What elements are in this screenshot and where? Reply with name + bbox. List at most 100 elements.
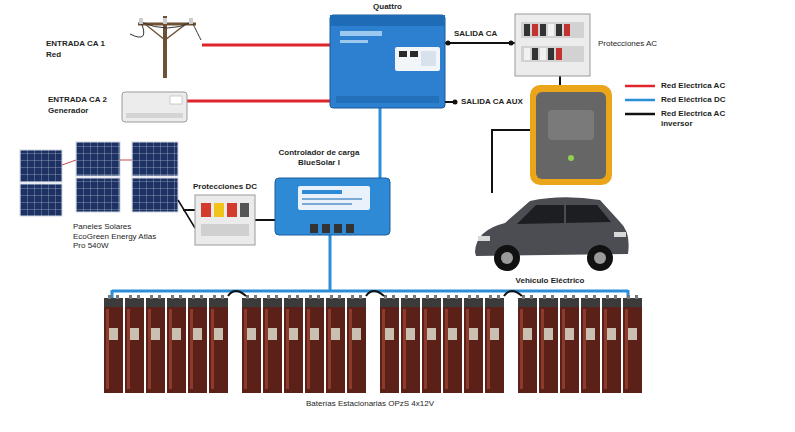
utility-pole	[130, 16, 201, 78]
illustration-part	[521, 22, 584, 38]
battery-cell	[305, 295, 324, 393]
battery-cell	[602, 295, 621, 393]
node-label: Controlador de carga BlueSolar I	[269, 148, 369, 167]
battery-cell	[284, 295, 303, 393]
legend-line	[625, 113, 655, 116]
battery-cell	[443, 295, 462, 393]
terminal-label-holder: SALIDA CA AUX	[461, 97, 523, 107]
battery-cell	[167, 295, 186, 393]
illustration-part	[195, 195, 255, 245]
text-holder: Protecciones DC	[183, 182, 267, 192]
text-holder: Generador	[48, 106, 120, 116]
battery-cell	[623, 295, 642, 393]
node-label: Protecciones DC	[183, 182, 267, 192]
inverter-charger: Quattro	[330, 15, 445, 108]
illustration-part	[20, 150, 62, 182]
illustration-part	[302, 203, 352, 205]
legend-text: Red Electrica AC inversor	[661, 109, 749, 128]
illustration-part	[340, 40, 368, 43]
power-cable	[202, 44, 330, 47]
power-cable	[445, 42, 515, 44]
illustration-part	[515, 14, 590, 76]
solar-panels	[20, 142, 195, 228]
battery-cell	[125, 295, 144, 393]
node-label: Protecciones AC	[598, 39, 698, 49]
illustration-part	[201, 224, 249, 236]
illustration-part	[298, 186, 370, 210]
illustration-part	[334, 224, 342, 233]
illustration-part	[564, 24, 570, 36]
dc-protection-box	[195, 195, 255, 245]
text-holder: Paneles Solares EcoGreen Energy Atlas Pr…	[73, 222, 161, 251]
illustration-part	[410, 51, 418, 57]
illustration-part	[521, 46, 584, 62]
illustration-part	[62, 160, 76, 165]
solar-array: Paneles Solares EcoGreen Energy Atlas Pr…	[18, 140, 183, 218]
illustration-part	[399, 51, 407, 57]
battery-cell	[242, 295, 261, 393]
illustration-part	[421, 51, 436, 66]
illustration-part	[366, 291, 384, 296]
power-cable	[329, 235, 332, 292]
battery-cell	[209, 295, 228, 393]
illustration-part	[201, 203, 211, 217]
illustration-part	[310, 224, 318, 233]
legend-line-sample	[624, 96, 656, 104]
illustration-part	[478, 236, 490, 241]
illustration-part	[395, 47, 440, 71]
ac-protection-panel	[515, 14, 590, 76]
illustration-part	[322, 224, 330, 233]
legend-text: Red Electrica AC	[661, 81, 749, 91]
illustration-part	[330, 15, 445, 26]
legend-entry: Red Electrica AC inversor	[624, 109, 749, 128]
illustration-part	[242, 295, 366, 393]
illustration-part	[540, 24, 546, 36]
text-holder: ENTRADA CA 2	[48, 95, 120, 105]
illustration-part	[594, 252, 606, 264]
power-cable	[379, 108, 382, 178]
node-label: Generador	[48, 106, 120, 116]
illustration-part	[132, 178, 178, 212]
battery-cell	[401, 295, 420, 393]
illustration-part	[564, 205, 566, 223]
ev-charger	[530, 85, 612, 185]
illustration-part	[228, 291, 246, 296]
generator-unit	[122, 92, 187, 122]
legend-line-sample	[624, 82, 656, 90]
illustration-part	[536, 92, 606, 179]
charge-controller: Controlador de carga BlueSolar I	[275, 178, 390, 235]
power-cable	[187, 100, 330, 103]
battery-cell	[485, 295, 504, 393]
text-holder: Red	[46, 50, 126, 60]
illustration-part	[556, 24, 562, 36]
edge-label-holder: SALIDA CA	[453, 29, 498, 39]
illustration-part	[346, 224, 354, 233]
legend-entry: Red Eléctrica DC	[624, 95, 749, 105]
illustration-part	[139, 18, 143, 24]
illustration-part	[227, 203, 237, 217]
illustration-part	[170, 96, 182, 104]
illustration-part	[20, 184, 62, 216]
illustration-part	[518, 295, 642, 393]
illustration-part	[494, 245, 520, 271]
illustration-part	[76, 142, 120, 176]
battery-bank: Baterías Estacionarias OPzS 4x12V	[100, 292, 640, 395]
legend-entry: Red Electrica AC	[624, 81, 749, 91]
illustration-part	[453, 100, 458, 105]
node-label: Paneles Solares EcoGreen Energy Atlas Pr…	[73, 222, 161, 251]
text-holder: Controlador de carga BlueSolar I	[269, 148, 369, 167]
battery-cell	[188, 295, 207, 393]
node-label: Baterías Estacionarias OPzS 4x12V	[100, 399, 640, 409]
text-holder: Vehículo Eléctrico	[470, 276, 630, 286]
legend-line	[625, 99, 655, 102]
illustration-part	[330, 15, 445, 108]
illustration-part	[568, 155, 574, 161]
illustration-part	[302, 190, 342, 194]
illustration-part	[548, 48, 554, 60]
electric-vehicle	[475, 197, 629, 271]
charge-controller	[275, 178, 390, 235]
battery-cell	[146, 295, 165, 393]
legend-line	[625, 85, 655, 88]
ac-protection: Protecciones AC	[515, 14, 590, 76]
